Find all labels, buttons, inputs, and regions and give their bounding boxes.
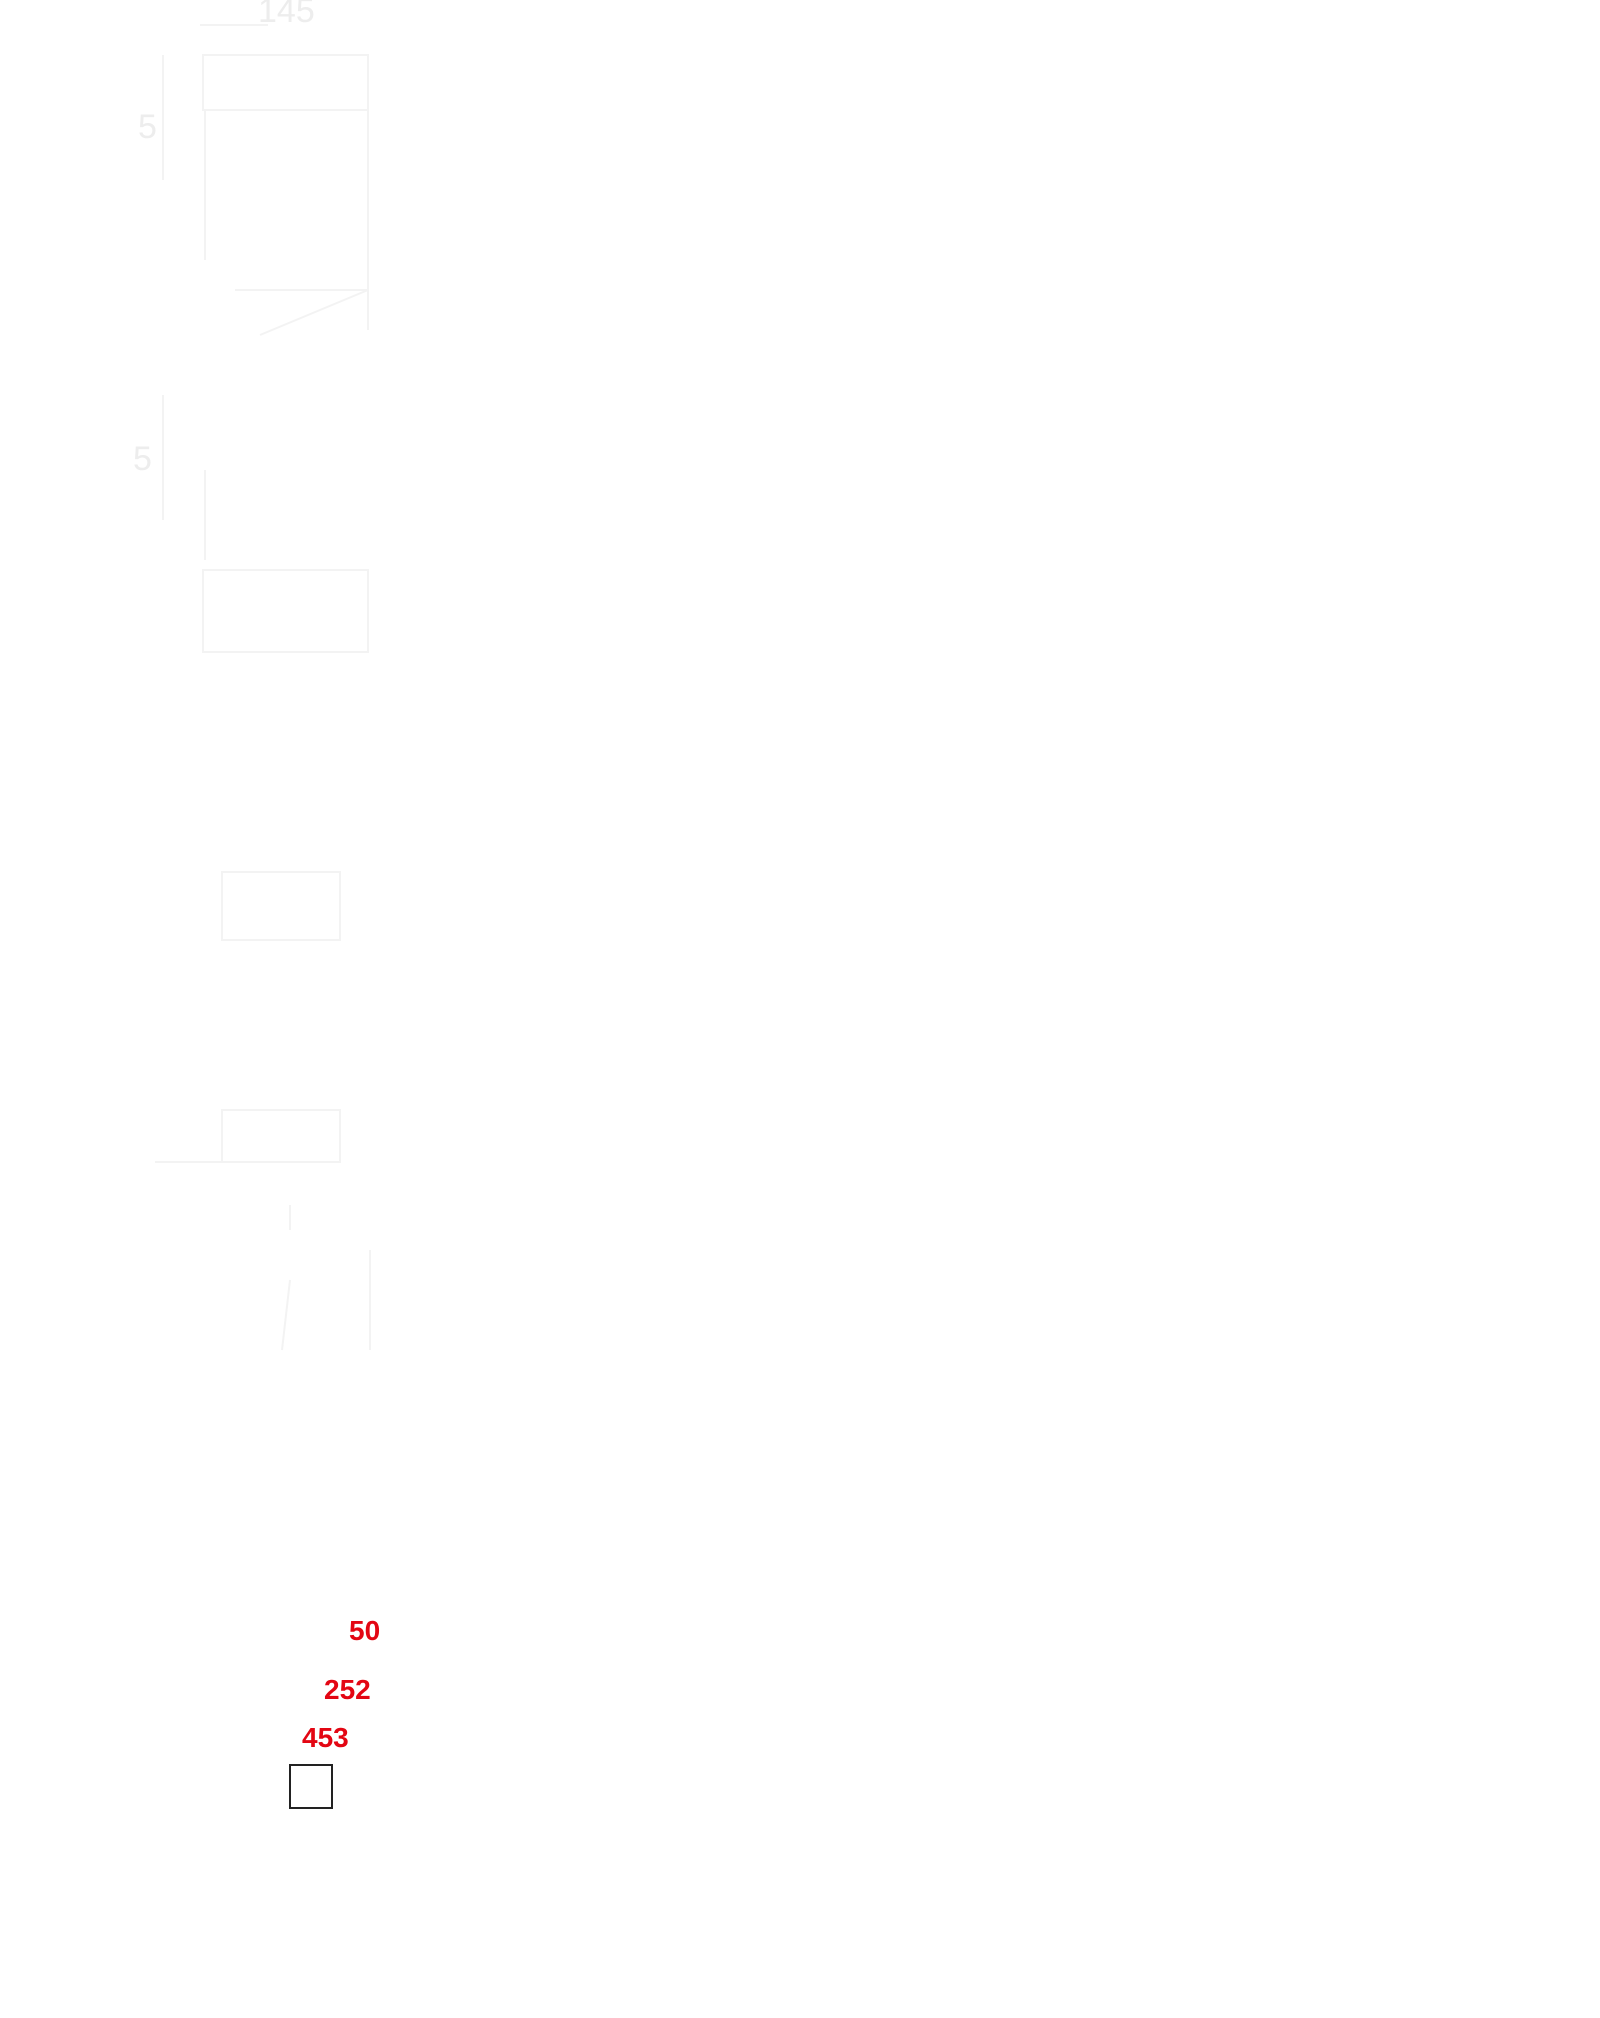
faint-label-top: 145	[258, 0, 315, 30]
faint-outline-lower-box-1	[221, 871, 341, 941]
faint-outline-diagonal	[281, 1279, 291, 1351]
faint-drawing-outlines	[155, 24, 371, 1351]
dimension-label-252: 252	[324, 1674, 371, 1705]
small-square-box	[289, 1764, 333, 1809]
faint-outline-top-box	[202, 54, 369, 111]
dimension-label-453: 453	[302, 1722, 349, 1753]
dimension-label-50: 50	[349, 1615, 380, 1646]
faint-outline-mid-box	[202, 569, 369, 653]
faint-label-left-2: 5	[133, 440, 152, 478]
faint-outline-funnel	[235, 289, 369, 336]
faint-outline-lower-box-2	[221, 1109, 341, 1163]
faint-label-left-1: 5	[138, 108, 157, 146]
